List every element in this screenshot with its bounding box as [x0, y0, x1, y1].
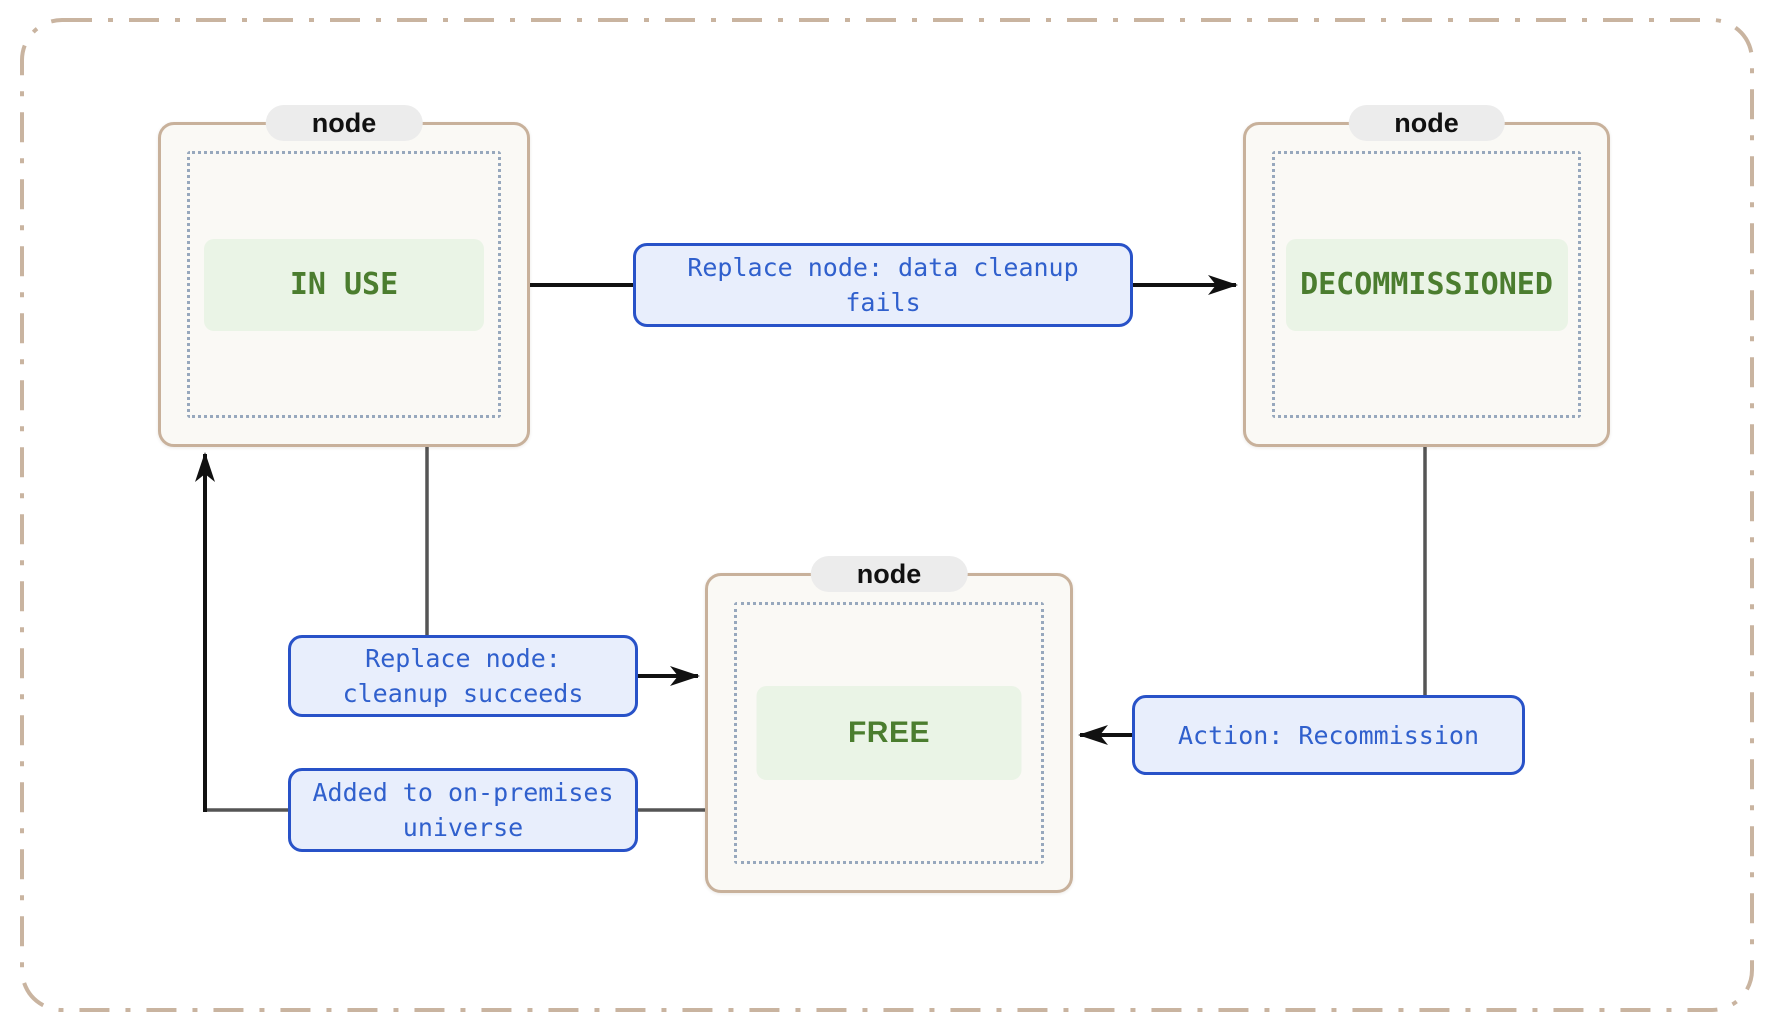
- node-inner-dotted-decommissioned: [1272, 151, 1581, 418]
- node-tag-free: node: [810, 556, 968, 592]
- node-container-decommissioned: node DECOMMISSIONED: [1243, 105, 1610, 447]
- node-inner-dotted-free: [734, 602, 1044, 864]
- node-tag-in-use: node: [265, 105, 423, 141]
- edge-label-added-to-on-premises-universe: Added to on-premises universe: [288, 768, 638, 852]
- edge-label-action-recommission: Action: Recommission: [1132, 695, 1525, 775]
- state-in-use: IN USE: [204, 238, 484, 331]
- edge-label-replace-node-data-cleanup-fails: Replace node: data cleanup fails: [633, 243, 1133, 327]
- node-tag-decommissioned: node: [1348, 105, 1505, 141]
- node-container-free: node FREE: [705, 556, 1073, 893]
- outer-dash-dot-border: [20, 18, 1754, 1012]
- node-inner-dotted-in-use: [187, 151, 501, 418]
- state-decommissioned: DECOMMISSIONED: [1285, 238, 1568, 331]
- node-container-in-use: node IN USE: [158, 105, 530, 447]
- state-free: FREE: [756, 686, 1022, 780]
- edge-label-replace-node-cleanup-succeeds: Replace node: cleanup succeeds: [288, 635, 638, 717]
